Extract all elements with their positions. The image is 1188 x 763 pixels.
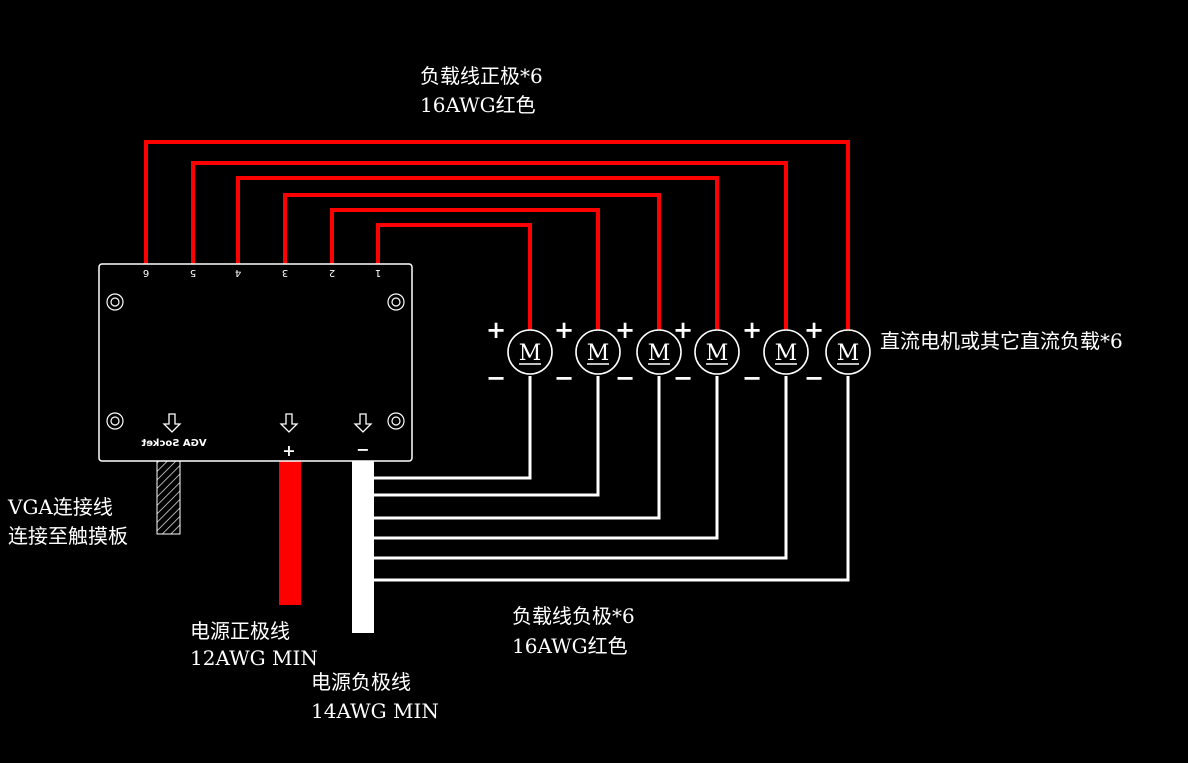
motor-plus-sign: + [742, 315, 762, 344]
negative-load-wires [374, 376, 850, 582]
motor-plus-sign: + [486, 315, 506, 344]
motor-plus-sign: + [804, 315, 824, 344]
positive-load-wires [144, 140, 850, 332]
power-negative-cable [352, 461, 374, 633]
down-arrow-icons [162, 413, 373, 433]
pin-label-5: 5 [190, 267, 196, 278]
motor-plus-sign: + [554, 315, 574, 344]
board-plus-mark: + [282, 441, 295, 460]
motor-minus-sign: − [804, 363, 824, 392]
motor-2: M + − [554, 315, 621, 392]
positive-wire-2 [330, 208, 600, 332]
motor-minus-sign: − [742, 363, 762, 392]
motor-6: M + − [804, 315, 871, 392]
motor-letter: M [775, 341, 798, 366]
mounting-holes [106, 293, 405, 430]
mounting-hole [387, 293, 405, 311]
negative-wire-4 [374, 376, 719, 540]
board-outline [98, 263, 413, 462]
bottom-wire-label-line2: 16AWG红色 [512, 634, 628, 658]
motor-circle [575, 329, 621, 375]
top-wire-label-line1: 负载线正极*6 [420, 64, 543, 88]
motor-plus-sign: + [673, 315, 693, 344]
motors: M+−M+−M+−M+−M+−M+− [486, 315, 871, 392]
pin-label-1: 1 [375, 267, 381, 278]
motor-letter: M [519, 341, 542, 366]
pin-numbers: 6 5 4 3 2 1 [143, 267, 381, 278]
motor-circle [507, 329, 553, 375]
mounting-hole [387, 412, 405, 430]
power-positive-label-line2: 12AWG MIN [190, 646, 318, 670]
negative-wire-1 [374, 376, 532, 480]
motor-minus-sign: − [673, 363, 693, 392]
bottom-wire-label-line1: 负载线负极*6 [512, 604, 635, 628]
motor-circle [763, 329, 809, 375]
positive-wire-3 [283, 193, 661, 332]
pin-label-4: 4 [235, 267, 241, 278]
positive-wire-5 [191, 161, 788, 332]
motor-minus-sign: − [615, 363, 635, 392]
down-arrow-icon [353, 413, 373, 433]
motor-letter: M [706, 341, 729, 366]
motor-plus-sign: + [615, 315, 635, 344]
power-negative-label-line2: 14AWG MIN [311, 699, 439, 723]
motor-4: M + − [673, 315, 740, 392]
vga-label-line1: VGA连接线 [7, 495, 113, 519]
down-arrow-icon [162, 413, 182, 433]
motor-letter: M [587, 341, 610, 366]
vga-cable [156, 460, 181, 535]
motor-circle [694, 329, 740, 375]
power-positive-label-line1: 电源正极线 [190, 619, 290, 643]
negative-wire-3 [374, 376, 661, 520]
negative-wire-5 [374, 376, 788, 560]
positive-wire-1 [376, 223, 532, 332]
motor-letter: M [837, 341, 860, 366]
motor-letter: M [648, 341, 671, 366]
negative-wire-2 [374, 376, 600, 497]
controller-board: 6 5 4 3 2 1 VGA Socket + − [98, 263, 413, 462]
positive-wire-4 [236, 176, 719, 332]
negative-wire-6 [374, 376, 850, 582]
motor-circle [636, 329, 682, 375]
pin-label-2: 2 [329, 267, 335, 278]
power-negative-label-line1: 电源负极线 [311, 670, 411, 694]
motor-circle [825, 329, 871, 375]
motor-description-label: 直流电机或其它直流负载*6 [880, 329, 1123, 353]
motor-1: M + − [486, 315, 553, 392]
motor-3: M + − [615, 315, 682, 392]
pin-label-3: 3 [282, 267, 288, 278]
motor-minus-sign: − [554, 363, 574, 392]
mounting-hole [106, 293, 124, 311]
motor-5: M + − [742, 315, 809, 392]
vga-label-line2: 连接至触摸板 [8, 524, 128, 548]
power-positive-cable [279, 461, 301, 605]
mounting-hole [106, 412, 124, 430]
positive-wire-6 [144, 140, 850, 332]
vga-socket-label: VGA Socket [141, 438, 206, 449]
top-wire-label-line2: 16AWG红色 [420, 93, 536, 117]
pin-label-6: 6 [143, 267, 149, 278]
motor-minus-sign: − [486, 363, 506, 392]
board-minus-mark: − [356, 440, 369, 459]
down-arrow-icon [279, 413, 299, 433]
